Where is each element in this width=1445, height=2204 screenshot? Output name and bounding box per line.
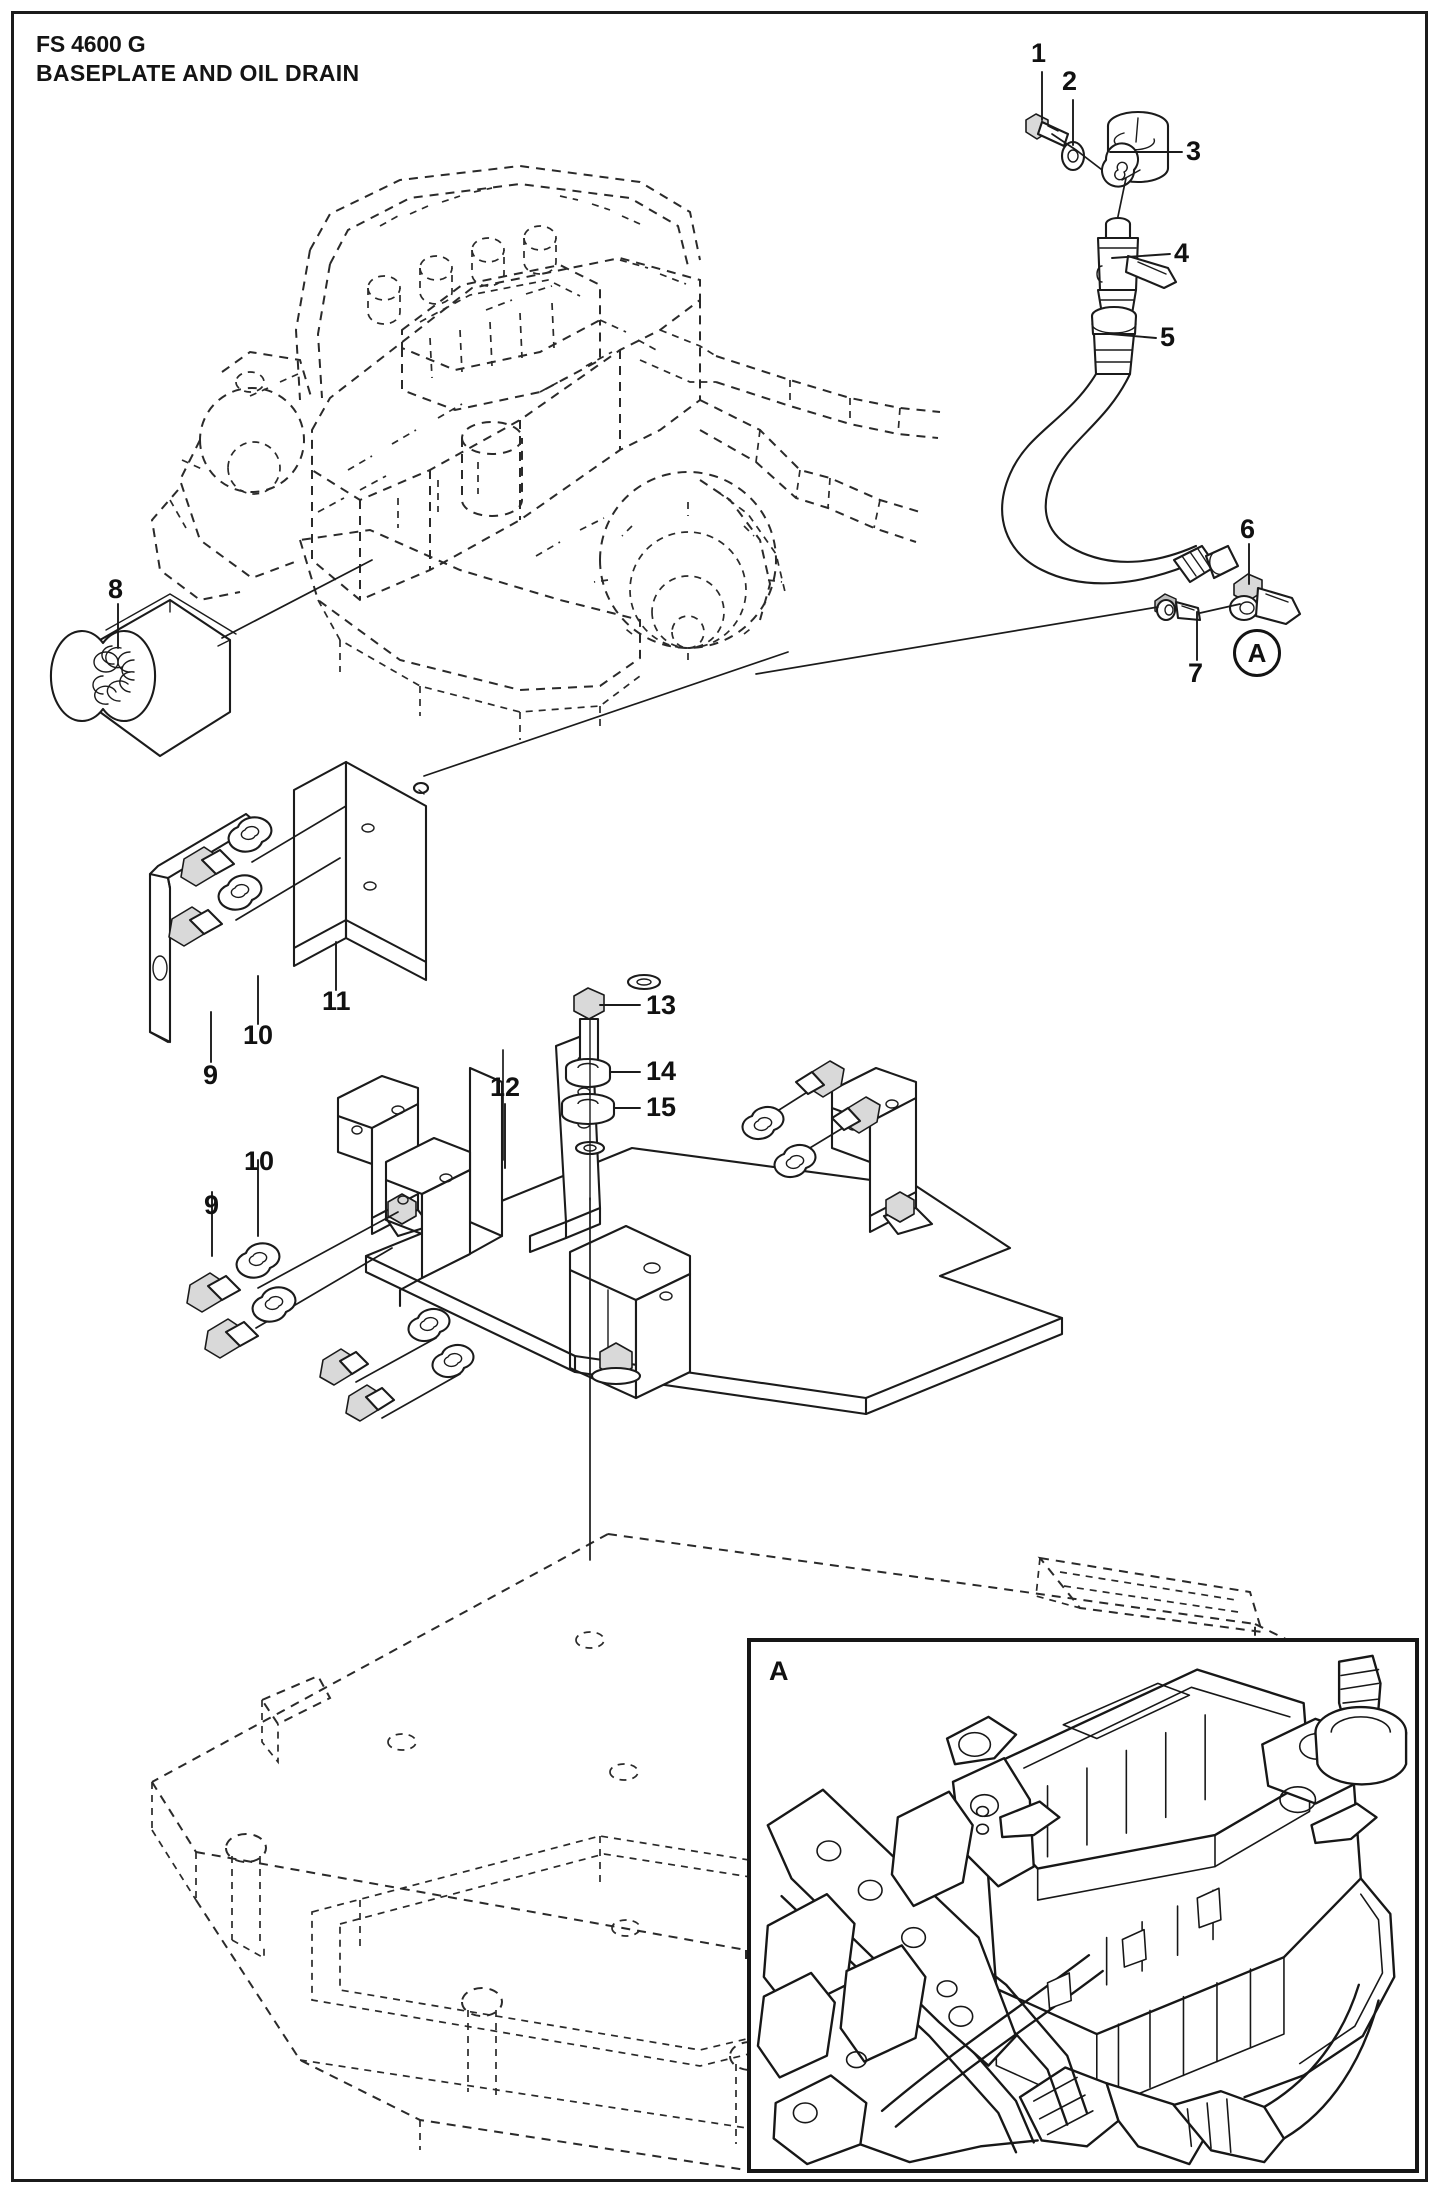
callout-10: 10 bbox=[243, 1020, 274, 1050]
hex-nut bbox=[387, 1193, 417, 1225]
banjo-bolt-7 bbox=[1154, 593, 1202, 622]
bolt-washer-pair-upper-right bbox=[741, 1060, 881, 1178]
callout-9: 9 bbox=[203, 1060, 219, 1090]
lower-left-bracket-assembly bbox=[186, 1136, 472, 1359]
hex-nut bbox=[590, 1342, 642, 1386]
hex-nut bbox=[885, 1191, 915, 1223]
callout-11: 11 bbox=[322, 986, 351, 1016]
callout-15: 15 bbox=[646, 1092, 677, 1122]
bolt-washer-pair-lower-left bbox=[319, 1308, 475, 1422]
drain-valve-4 bbox=[1096, 177, 1178, 316]
hose-clamp-3 bbox=[1101, 110, 1170, 188]
callout-2: 2 bbox=[1062, 66, 1078, 96]
callout-leader-lines bbox=[117, 71, 1250, 1257]
title-block: FS 4600 G BASEPLATE AND OIL DRAIN bbox=[36, 30, 359, 88]
callout-3: 3 bbox=[1186, 136, 1202, 166]
callout-6: 6 bbox=[1240, 514, 1256, 544]
detail-view-a: A .d { fill:none; stroke:#171717; stroke… bbox=[747, 1638, 1419, 2173]
bolt-washer-stack bbox=[560, 987, 616, 1201]
callout-14: 14 bbox=[646, 1056, 677, 1086]
detail-reference-letter: A bbox=[1247, 637, 1267, 668]
callout-7: 7 bbox=[1188, 658, 1204, 688]
subject-title: BASEPLATE AND OIL DRAIN bbox=[36, 59, 360, 86]
engine-assembly-outline bbox=[150, 164, 941, 740]
callout-9-lower: 9 bbox=[204, 1190, 220, 1220]
callout-10-lower: 10 bbox=[244, 1146, 275, 1176]
detail-view-a-artwork: .d { fill:none; stroke:#171717; stroke-w… bbox=[756, 1654, 1408, 2166]
callout-5: 5 bbox=[1160, 322, 1176, 352]
hose-end-ferrule bbox=[1172, 544, 1240, 584]
callout-12: 12 bbox=[490, 1072, 521, 1102]
callout-13: 13 bbox=[646, 990, 677, 1020]
callout-8: 8 bbox=[108, 574, 124, 604]
detail-reference-marker-a: A bbox=[1233, 629, 1281, 677]
heat-shield-assembly bbox=[148, 760, 430, 1044]
oil-filter bbox=[49, 593, 237, 758]
oil-drain-line-assembly bbox=[221, 110, 1302, 1561]
callout-1: 1 bbox=[1031, 38, 1047, 68]
engine-baseplate-assembly bbox=[319, 973, 1064, 1422]
hose-fitting-5 bbox=[1090, 305, 1138, 376]
model-title: FS 4600 G bbox=[36, 31, 146, 57]
detail-view-label: A bbox=[769, 1656, 789, 1686]
callout-4: 4 bbox=[1174, 238, 1190, 268]
washer-2 bbox=[1061, 140, 1085, 172]
drain-plug-cap-6 bbox=[1229, 573, 1302, 626]
